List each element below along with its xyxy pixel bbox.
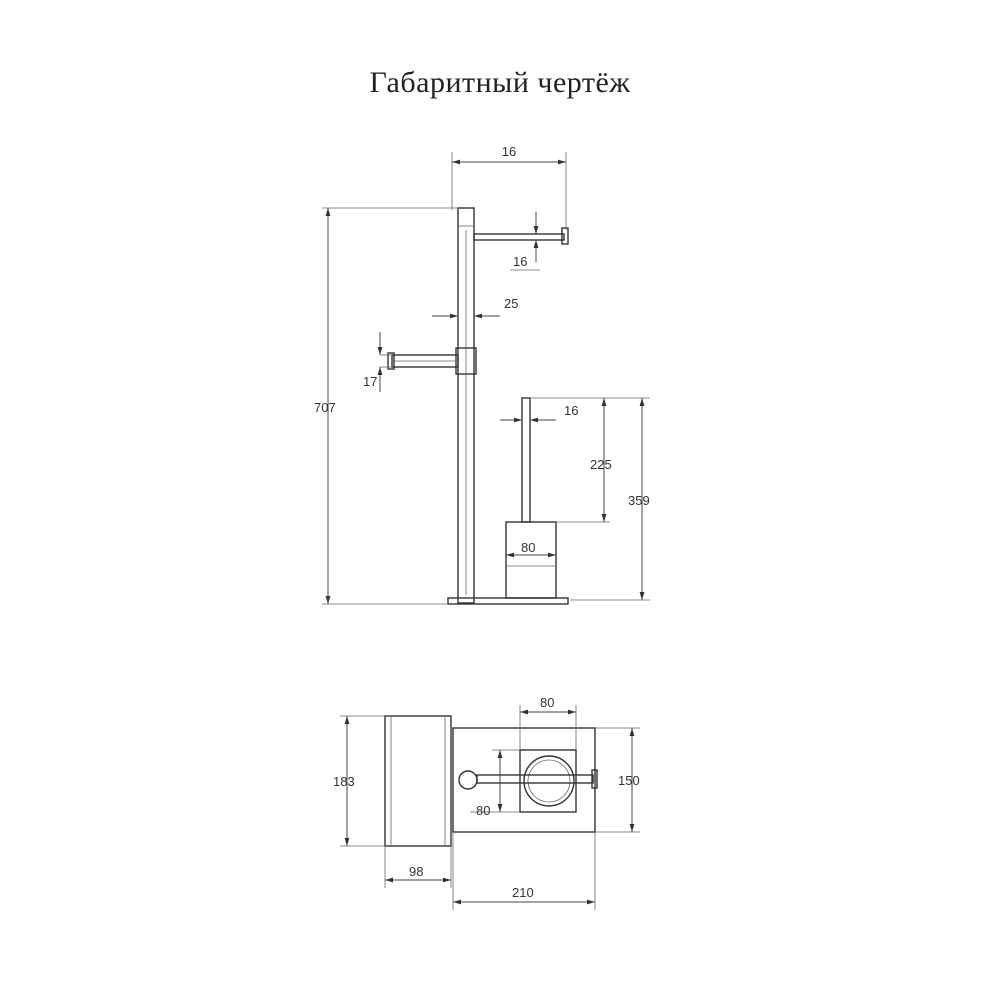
dim-label: 25 xyxy=(504,296,518,311)
top-arm-plan xyxy=(458,769,598,790)
dim-label: 16 xyxy=(502,144,516,159)
dim-base-depth: 150 xyxy=(595,727,640,833)
dim-label: 16 xyxy=(564,403,578,418)
brush-holder xyxy=(505,397,557,599)
dim-label: 17 xyxy=(363,374,377,389)
dim-side-arm-thickness: 17 xyxy=(363,332,392,392)
dim-label: 359 xyxy=(628,493,650,508)
dim-label: 225 xyxy=(590,457,612,472)
dim-total-height: 707 xyxy=(314,207,458,605)
top-brush-cup xyxy=(519,749,577,813)
dim-top-width: 16 xyxy=(451,144,567,230)
dim-brush-handle-width: 16 xyxy=(500,403,578,423)
dim-side-width: 98 xyxy=(384,846,452,888)
dim-label: 150 xyxy=(618,773,640,788)
dim-top-arm-thickness: 16 xyxy=(510,212,540,271)
front-view: 16 16 25 17 707 xyxy=(314,144,650,605)
top-base-plate xyxy=(452,727,596,833)
dim-label: 210 xyxy=(512,885,534,900)
dim-pole-width: 25 xyxy=(432,296,518,319)
side-rack xyxy=(384,715,452,847)
dim-label: 80 xyxy=(540,695,554,710)
main-pole xyxy=(455,207,477,604)
dim-side-depth: 183 xyxy=(333,715,385,847)
dim-top-cup-depth: 80 xyxy=(470,749,520,818)
dim-brush-heights: 225 359 xyxy=(530,397,650,601)
dim-label: 16 xyxy=(513,254,527,269)
dim-base-width: 210 xyxy=(452,832,596,910)
drawing-title: Габаритный чертёж xyxy=(369,66,631,99)
side-arm xyxy=(387,352,459,370)
dim-label: 707 xyxy=(314,400,336,415)
dim-label: 80 xyxy=(476,803,490,818)
dim-label: 98 xyxy=(409,864,423,879)
dim-top-cup-width: 80 xyxy=(519,695,577,750)
top-arm xyxy=(458,225,569,245)
dim-label: 80 xyxy=(521,540,535,555)
dim-brush-cup-width: 80 xyxy=(506,540,556,558)
top-view: 80 80 183 150 98 xyxy=(333,695,640,910)
dim-label: 183 xyxy=(333,774,355,789)
